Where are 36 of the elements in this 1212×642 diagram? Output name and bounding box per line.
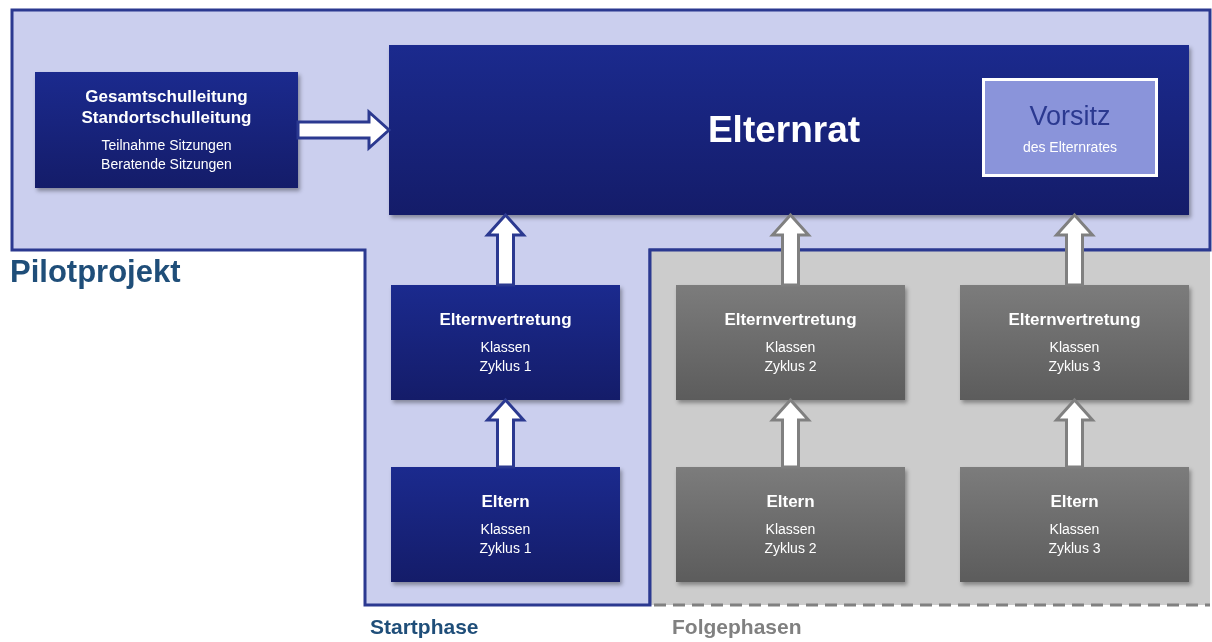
block-arrow — [296, 108, 392, 152]
node-title: Eltern — [481, 491, 530, 513]
node-subtitle: Klassen Zyklus 2 — [763, 520, 818, 558]
node-title: Elternvertretung — [724, 309, 857, 331]
node-subtitle: Klassen Zyklus 1 — [478, 520, 533, 558]
node-title: Gesamtschulleitung Standortschulleitung — [80, 85, 253, 129]
region-heading: Folgephasen — [672, 615, 802, 639]
node-subtitle: Klassen Zyklus 2 — [763, 338, 818, 376]
block-arrow — [484, 212, 527, 287]
node-subtitle: Teilnahme Sitzungen Beratende Sitzungen — [100, 136, 233, 175]
group-box — [35, 72, 298, 188]
node-title: Elternvertretung — [439, 309, 572, 331]
council-box — [389, 45, 1189, 215]
node-title: Elternrat — [707, 107, 861, 152]
group-box — [676, 467, 905, 582]
node-subtitle: Klassen Zyklus 3 — [1047, 338, 1102, 376]
node-subtitle: des Elternrates — [1022, 138, 1118, 155]
node-title: Elternvertretung — [1008, 309, 1141, 331]
node-title: Eltern — [1050, 491, 1099, 513]
block-arrow — [769, 212, 812, 287]
node-subtitle: Klassen Zyklus 3 — [1047, 520, 1102, 558]
node-title: Vorsitz — [1029, 100, 1111, 133]
region-heading: Pilotprojekt — [10, 254, 181, 290]
group-box — [676, 285, 905, 400]
group-box — [960, 467, 1189, 582]
block-arrow — [1053, 397, 1096, 469]
node-subtitle: Klassen Zyklus 1 — [478, 338, 533, 376]
group-box — [391, 467, 620, 582]
group-box — [960, 285, 1189, 400]
block-arrow — [484, 397, 527, 469]
node-title: Eltern — [766, 491, 815, 513]
chair-box — [982, 78, 1158, 177]
region-heading: Startphase — [370, 615, 479, 639]
block-arrow — [1053, 212, 1096, 287]
group-box — [391, 285, 620, 400]
block-arrow — [769, 397, 812, 469]
